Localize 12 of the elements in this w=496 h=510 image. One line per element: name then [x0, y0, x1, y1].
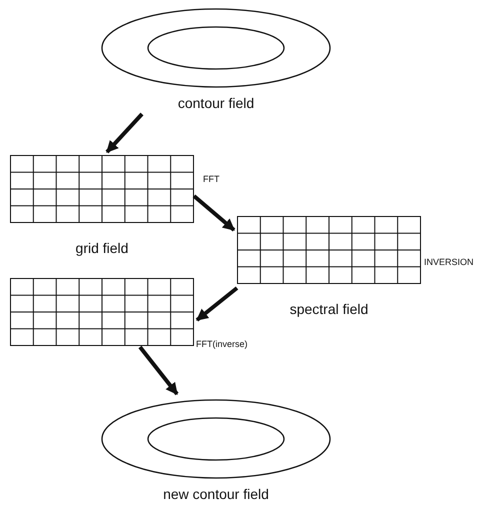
grid-node [10, 155, 194, 259]
arrow [106, 112, 144, 154]
arrow [196, 286, 238, 322]
node-label: new contour field [163, 486, 269, 502]
node-label: grid field [76, 240, 128, 256]
side-label: INVERSION [424, 258, 474, 267]
node-label: contour field [178, 95, 254, 111]
arrow [138, 346, 179, 396]
arrow [192, 194, 236, 232]
node-label: spectral field [290, 301, 368, 317]
edge-label: FFT(inverse) [196, 340, 248, 349]
edge-label: FFT [203, 175, 220, 184]
